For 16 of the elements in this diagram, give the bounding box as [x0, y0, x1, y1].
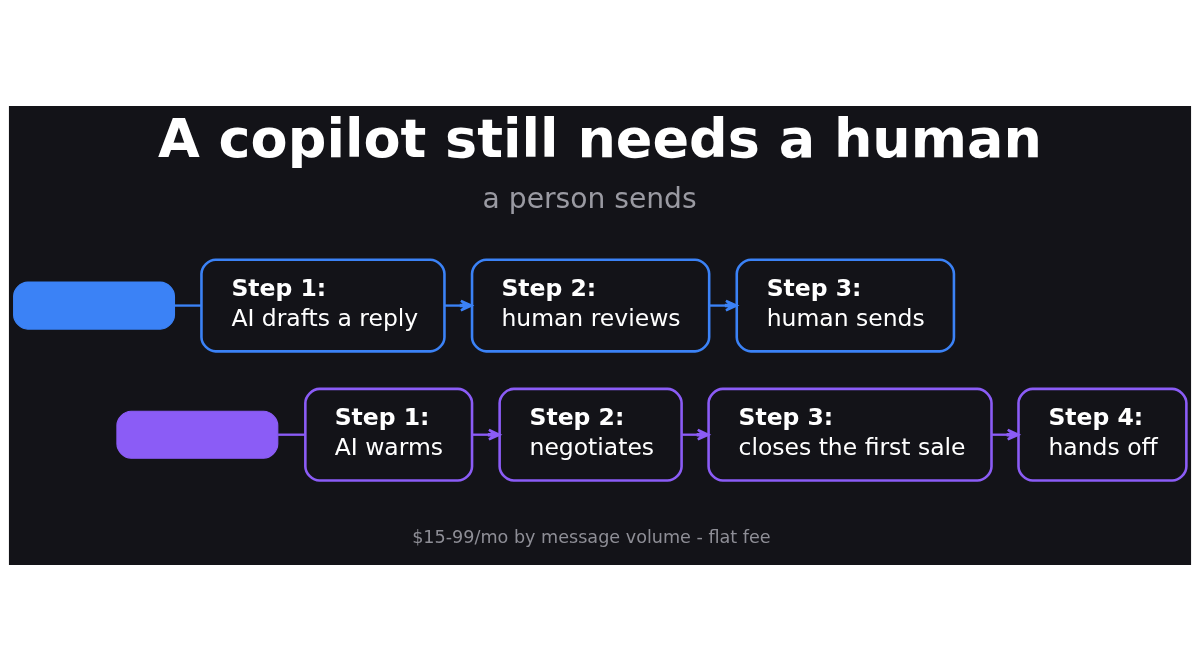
node-box: Step 2: human reviews	[470, 258, 711, 353]
node-box: Step 3: closes the first sale	[707, 387, 993, 482]
connector	[278, 433, 306, 436]
diagram-title: A copilot still needs a human	[158, 106, 1042, 170]
node-box: Step 3: human sends	[735, 258, 956, 353]
node-box: Step 1: AI drafts a reply	[200, 258, 446, 353]
connector	[174, 303, 202, 307]
node-box	[13, 281, 176, 330]
node-box	[116, 410, 279, 459]
node-box: Step 2: negotiates	[498, 387, 683, 482]
caption: $15-99/mo by message volume - flat fee	[412, 526, 771, 547]
arrow	[709, 299, 738, 311]
node-box: Step 1: AI warms	[304, 387, 474, 482]
node-box: Step 4: hands off	[1017, 387, 1188, 482]
arrow	[444, 299, 473, 311]
label: a person sends	[482, 181, 697, 215]
